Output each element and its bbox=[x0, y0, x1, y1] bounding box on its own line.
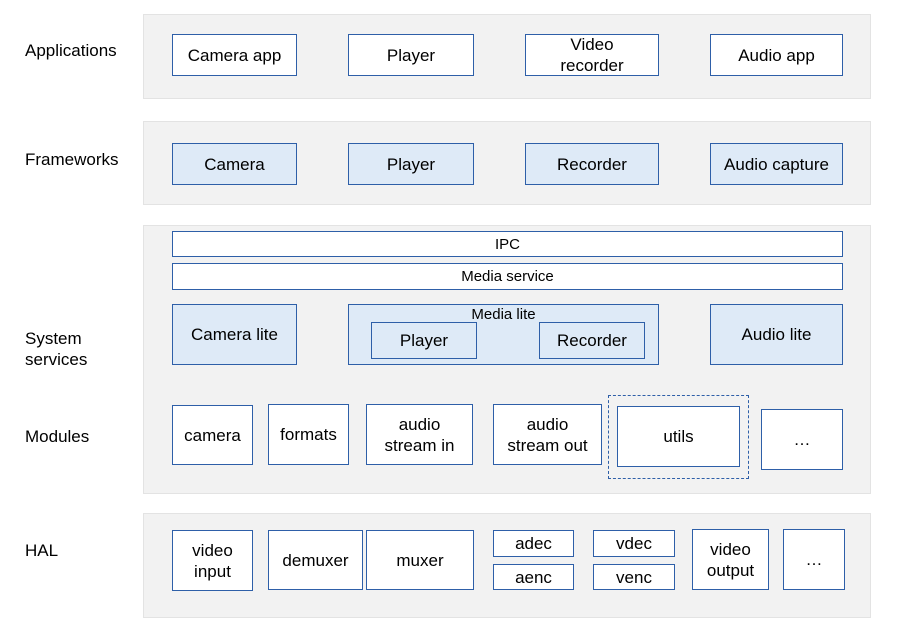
app-player: Player bbox=[348, 34, 474, 76]
layer-label-modules: Modules bbox=[25, 427, 90, 446]
framework-player: Player bbox=[348, 143, 474, 185]
framework-audio-capture: Audio capture bbox=[710, 143, 843, 185]
hal-video-input: video input bbox=[172, 530, 253, 591]
hal-muxer: muxer bbox=[366, 530, 474, 590]
framework-camera: Camera bbox=[172, 143, 297, 185]
module-utils: utils bbox=[617, 406, 740, 467]
layer-label-system-services: System services bbox=[25, 329, 88, 369]
media-lite-recorder: Recorder bbox=[539, 322, 645, 359]
media-service-bar: Media service bbox=[172, 263, 843, 290]
module-audio-stream-out: audio stream out bbox=[493, 404, 602, 465]
utils-dashed-frame bbox=[608, 395, 749, 479]
hal-demuxer: demuxer bbox=[268, 530, 363, 590]
module-more: … bbox=[761, 409, 843, 470]
media-lite-title: Media lite bbox=[471, 306, 536, 323]
module-audio-stream-in: audio stream in bbox=[366, 404, 473, 465]
hal-video-output: video output bbox=[692, 529, 769, 590]
app-audio-app: Audio app bbox=[710, 34, 843, 76]
layer-label-applications: Applications bbox=[25, 41, 117, 60]
hal-vdec: vdec bbox=[593, 530, 675, 557]
ipc-bar: IPC bbox=[172, 231, 843, 257]
framework-recorder: Recorder bbox=[525, 143, 659, 185]
module-camera: camera bbox=[172, 405, 253, 465]
app-video-recorder: Video recorder bbox=[525, 34, 659, 76]
media-lite-player: Player bbox=[371, 322, 477, 359]
service-audio-lite: Audio lite bbox=[710, 304, 843, 365]
module-formats: formats bbox=[268, 404, 349, 465]
hal-more: … bbox=[783, 529, 845, 590]
layer-label-hal: HAL bbox=[25, 541, 59, 560]
hal-venc: venc bbox=[593, 564, 675, 590]
hal-aenc: aenc bbox=[493, 564, 574, 590]
app-camera-app: Camera app bbox=[172, 34, 297, 76]
hal-adec: adec bbox=[493, 530, 574, 557]
service-camera-lite: Camera lite bbox=[172, 304, 297, 365]
layer-label-frameworks: Frameworks bbox=[25, 150, 119, 169]
